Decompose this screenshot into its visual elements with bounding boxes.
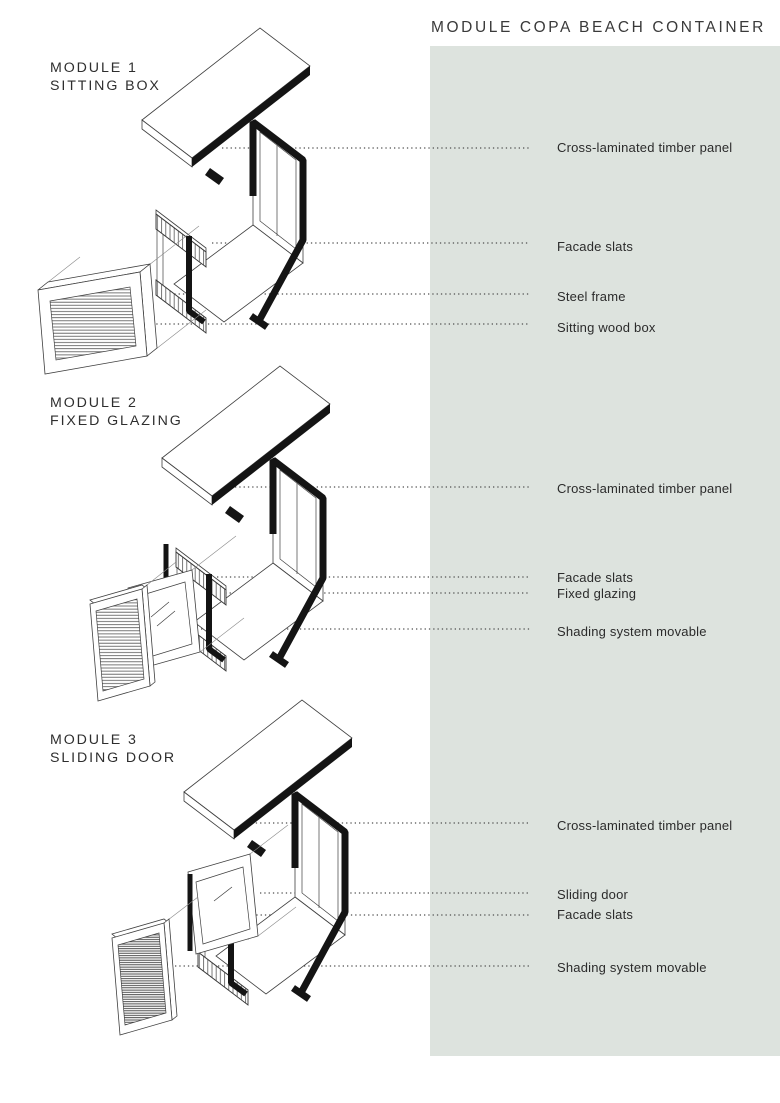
module-name: MODULE 1 [50, 60, 138, 76]
module-name: MODULE 2 [50, 395, 138, 411]
part-label: Cross-laminated timber panel [557, 818, 733, 833]
roof-panel [183, 699, 353, 857]
module-subtitle: SITTING BOX [50, 78, 161, 94]
module-name: MODULE 3 [50, 732, 138, 748]
module-3-heading: MODULE 3 SLIDING DOOR [50, 731, 176, 767]
module-2-heading: MODULE 2 FIXED GLAZING [50, 394, 183, 430]
module-1-leader-lines [152, 147, 530, 325]
steel-frame [215, 791, 349, 1002]
info-panel [430, 46, 780, 1056]
sitting-wood-box [37, 225, 207, 375]
module-1-heading: MODULE 1 SITTING BOX [50, 59, 161, 95]
part-label: Sitting wood box [557, 320, 656, 335]
part-label: Facade slats [557, 239, 634, 254]
part-label: Shading system movable [557, 960, 707, 975]
module-2-drawing [89, 365, 530, 702]
part-label: Facade slats [557, 907, 634, 922]
module-3-leader-lines [175, 822, 530, 967]
part-label: Facade slats [557, 570, 634, 585]
part-label: Steel frame [557, 289, 626, 304]
part-label: Sliding door [557, 887, 629, 902]
shading-screen [89, 561, 177, 702]
part-label: Fixed glazing [557, 586, 637, 601]
module-subtitle: FIXED GLAZING [50, 413, 183, 429]
module-subtitle: SLIDING DOOR [50, 750, 177, 766]
module-1-drawing [37, 27, 530, 375]
part-label: Cross-laminated timber panel [557, 481, 733, 496]
part-label: Shading system movable [557, 624, 707, 639]
steel-frame [193, 457, 327, 668]
roof-panel [141, 27, 311, 185]
shading-screen [111, 896, 199, 1036]
part-label: Cross-laminated timber panel [557, 140, 733, 155]
sliding-door [187, 824, 297, 955]
roof-panel [161, 365, 331, 523]
steel-frame [173, 119, 307, 330]
page-title: MODULE COPA BEACH CONTAINER [431, 19, 766, 36]
module-3-drawing [111, 699, 530, 1036]
